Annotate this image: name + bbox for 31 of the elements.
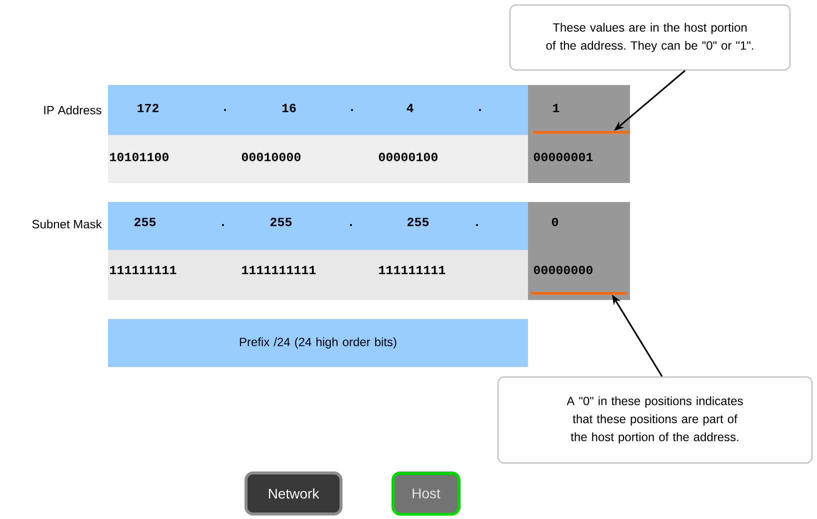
prefix-bar: Prefix /24 (24 high order bits) xyxy=(108,319,528,367)
octet-value: 0 xyxy=(552,218,558,226)
row-label: Subnet Mask xyxy=(32,220,102,228)
host-button: Host xyxy=(392,472,460,516)
underline xyxy=(533,131,630,134)
dot-separator: . xyxy=(351,109,353,111)
octet-value: 255 xyxy=(408,218,429,226)
octet-value: 255 xyxy=(134,218,156,226)
octet-value: 1 xyxy=(553,104,560,112)
octet-value: 172 xyxy=(138,104,159,112)
octet-value: 16 xyxy=(282,104,296,112)
callout-box: A "0" in these positions indicates that these positions are part of the host portion of the address. xyxy=(497,376,813,464)
underline xyxy=(531,292,627,294)
binary-octet: 00000100 xyxy=(378,152,438,162)
dot-separator: . xyxy=(350,224,352,226)
network-button: Network xyxy=(244,472,342,516)
binary-octet: 10101100 xyxy=(110,152,168,162)
octet-value: 255 xyxy=(270,218,292,226)
dot-separator: . xyxy=(224,109,226,111)
row-label: IP Address xyxy=(44,106,102,114)
dot-separator: . xyxy=(479,109,481,111)
octet-value: 4 xyxy=(406,104,414,112)
callout-box: These values are in the host portion of the address. They can be "0" or "1". xyxy=(509,4,791,71)
binary-octet: 111111111 xyxy=(379,266,446,274)
dot-separator: . xyxy=(476,224,478,226)
binary-octet: 1111111111 xyxy=(242,266,316,274)
binary-octet: 00010000 xyxy=(242,152,300,162)
dot-separator: . xyxy=(222,224,224,226)
binary-octet: 111111111 xyxy=(110,266,176,274)
binary-octet: 00000001 xyxy=(534,152,593,162)
binary-octet: 00000000 xyxy=(534,266,592,274)
